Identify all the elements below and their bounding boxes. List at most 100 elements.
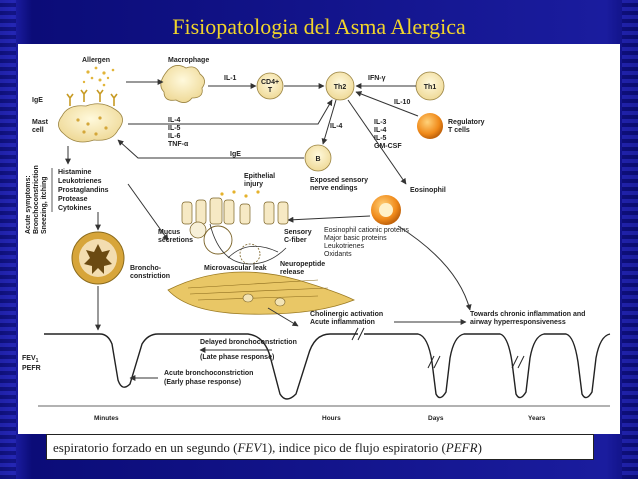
delayed-label-line1: Delayed bronchoconstriction [200,339,297,346]
bronchoconstriction-label-line1: Broncho- [130,265,162,272]
svg-text:Cytokines: Cytokines [58,205,92,212]
th2-cell [325,71,355,101]
arrow-regulatory-th2 [355,91,419,117]
th2-cytokine-il5: IL-5 [374,135,387,142]
eosinophil-nucleus [379,203,393,217]
th2-cytokine-gmcsf: GM-CSF [374,143,402,150]
sensory-label-line1: Sensory [284,229,312,236]
exposed-nerve-label-line2: nerve endings [310,185,358,192]
regulatory-label-line2: T cells [448,127,470,134]
caption-box: espiratorio forzado en un segundo (FEV1)… [46,434,594,460]
mast-cytokine-il4: IL-4 [168,117,181,124]
svg-text:Oxidants: Oxidants [324,251,352,258]
mast-label-line2: cell [32,127,44,134]
mast-label-line1: Mast [32,119,49,126]
svg-text:Histamine: Histamine [58,169,92,176]
svg-text:Leukotrienes: Leukotrienes [324,243,365,250]
diagram-canvas: Allergen Macrophage IL-1 CD4+ T Th2 Th1 … [22,57,611,422]
microvascular-leak-label: Microvascular leak [204,265,267,272]
mast-cell-granules [76,116,108,136]
caption-fev: FEV [237,440,262,455]
ige-receptors [66,89,118,106]
svg-text:Major basic proteins: Major basic proteins [324,235,387,242]
pefr-axis-label: PEFR [22,365,41,372]
epithelial-injury-label-line2: injury [244,181,263,188]
ige-arrow-label: IgE [230,151,241,158]
arrow-th2-b [321,99,337,145]
delayed-label-line2: (Late phase response) [200,354,274,361]
exposed-nerve-label-line1: Exposed sensory [310,177,368,184]
mediator-list: Histamine Leukotrienes Prostaglandins Pr… [58,169,109,212]
acute-bronchoconstriction-line2: (Early phase response) [164,379,241,386]
cd4-label-line1: CD4+ [261,79,279,86]
th1-label: Th1 [424,84,437,91]
cd4-t-cell [256,72,284,100]
th2-cytokine-il3: IL-3 [374,119,387,126]
x-label-days: Days [428,415,444,422]
neuropeptide-label-line1: Neuropeptide [280,261,325,268]
allergen-label: Allergen [82,57,110,64]
arrow-th2-eosinophil [347,99,407,185]
cholinergic-label: Cholinergic activation [310,311,383,318]
mast-cell [58,103,123,143]
left-stripe-decoration [0,0,16,479]
acute-inflammation-label: Acute inflammation [310,319,375,326]
bronchus-cross-section [71,231,125,285]
arrow-eosinophil-chronic [397,225,472,311]
epithelial-injury-label-line1: Epithelial [244,173,275,180]
il4-label: IL-4 [330,123,343,130]
ige-label: IgE [32,97,43,104]
chronic-label-line2: airway hyperresponsiveness [470,319,566,326]
macrophage-cell [160,65,205,103]
fev1-time-course [44,327,611,400]
th2-label: Th2 [334,84,347,91]
mast-cytokine-il6: IL-6 [168,133,181,140]
il10-label: IL-10 [394,99,410,106]
eosinophil-products: Eosinophil cationic proteins Major basic… [324,227,409,258]
svg-text:Acute symptoms:: Acute symptoms: [25,175,32,234]
caption-part-3: ) [477,440,482,455]
airway-epithelium [167,190,355,315]
x-label-hours: Hours [322,415,341,422]
asthma-diagram: Allergen Macrophage IL-1 CD4+ T Th2 Th1 … [18,44,620,434]
svg-text:Protease: Protease [58,196,88,203]
allergen-dots [82,66,115,87]
macrophage-label: Macrophage [168,57,209,64]
caption-pefr: PEFR [445,440,478,455]
b-cell [304,144,332,172]
svg-text:Leukotrienes: Leukotrienes [58,178,102,185]
ifn-gamma-label: IFN-γ [368,75,386,82]
acute-symptoms-label: Acute symptoms: Bronchoconstriction Snee… [25,165,48,234]
b-cell-label: B [315,156,320,163]
fev1-axis-label: FEV1 [22,355,39,364]
arrow-mediators-airway [127,183,169,241]
mast-cytokine-list: IL-4 IL-5 IL-6 TNF-α [168,117,189,148]
arrow-b-mast [117,139,304,159]
bronchoconstriction-label-line2: constriction [130,273,170,280]
mucus-label-line2: secretions [158,237,193,244]
caption-part-2: 1), indice pico de flujo espiratorio ( [261,440,446,455]
sensory-label-line2: C-fiber [284,237,307,244]
mucus-label-line1: Mucus [158,229,180,236]
right-stripe-decoration [622,0,638,479]
caption-part-1: espiratorio forzado en un segundo ( [53,440,238,455]
arrow-airway-cholinergic [267,307,299,327]
arrow-eosinophil-epithelium [287,215,371,223]
th2-cytokine-il4: IL-4 [374,127,387,134]
acute-bronchoconstriction-line1: Acute bronchoconstriction [164,370,253,377]
il1-label: IL-1 [224,75,237,82]
regulatory-label-line1: Regulatory [448,119,485,126]
mast-cytokine-tnf: TNF-α [168,141,189,148]
svg-text:Bronchoconstriction: Bronchoconstriction [33,165,40,234]
x-label-minutes: Minutes [94,415,119,422]
mast-cytokine-il5: IL-5 [168,125,181,132]
slide-title: Fisiopatologia del Asma Alergica [172,14,466,39]
th2-cytokine-list: IL-3 IL-4 IL-5 GM-CSF [374,119,402,150]
arrow-mast-th2 [128,99,333,125]
svg-text:Sneezing, itching: Sneezing, itching [41,176,48,234]
cd4-label-line2: T [268,87,273,94]
chronic-label-line1: Towards chronic inflammation and [470,311,585,318]
regulatory-t-cell [417,113,443,139]
svg-text:Prostaglandins: Prostaglandins [58,187,109,194]
